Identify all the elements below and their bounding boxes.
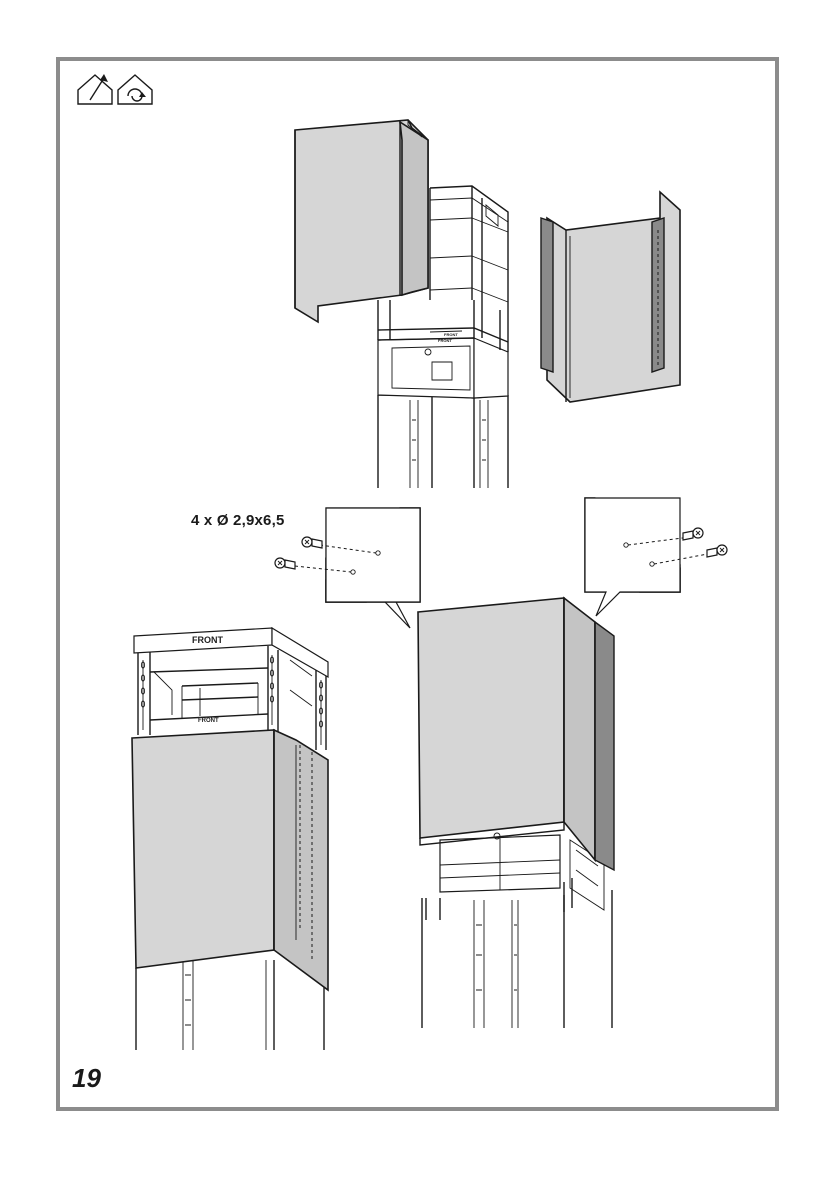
page-number: 19 — [72, 1063, 101, 1094]
bottom-left-chimney: FRONT FRONT — [132, 628, 328, 1050]
frame-front-label-upper: FRONT — [444, 332, 458, 337]
recirculation-mode-icon — [118, 75, 152, 104]
frame-front-label-small: FRONT — [438, 338, 452, 343]
callout-right — [585, 498, 713, 616]
bottom-right-chimney — [418, 598, 614, 1028]
callout-left — [295, 508, 420, 628]
screw-spec-label: 4 x Ø 2,9x6,5 — [191, 512, 285, 529]
top-rear-cover — [541, 192, 680, 402]
top-front-cover — [295, 120, 428, 322]
screw-icon — [275, 558, 295, 569]
extraction-mode-icon — [78, 74, 112, 104]
screw-icon — [302, 537, 322, 548]
screw-icon — [683, 528, 703, 540]
screw-icon — [707, 545, 727, 557]
frame-front-label-frame: FRONT — [198, 718, 219, 724]
frame-front-label-top: FRONT — [192, 635, 223, 645]
